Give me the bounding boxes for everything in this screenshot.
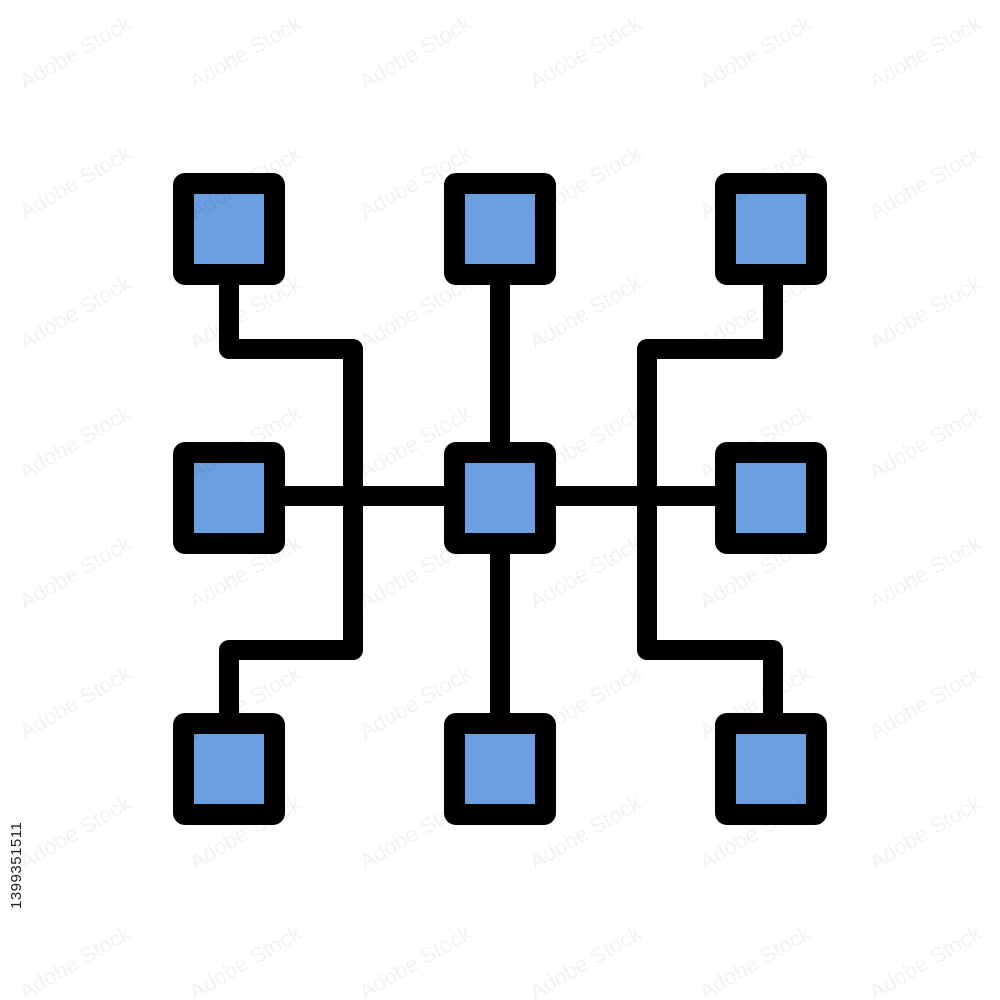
node-top-center	[465, 194, 535, 264]
node-middle-left	[194, 463, 264, 533]
node-squares	[173, 173, 827, 825]
node-middle-right	[736, 463, 806, 533]
image-id-label: 1399351511	[8, 821, 25, 909]
connector-top-left	[219, 275, 363, 506]
node-top-right	[736, 194, 806, 264]
node-bottom-center	[465, 734, 535, 804]
node-bottom-right	[736, 734, 806, 804]
node-bottom-left	[194, 734, 264, 804]
connector-top-right	[637, 275, 783, 506]
connector-bottom-right	[637, 486, 783, 725]
node-top-left	[194, 194, 264, 264]
connector-bottom-left	[219, 486, 363, 725]
connector-lines	[219, 270, 783, 730]
node-center	[465, 463, 535, 533]
